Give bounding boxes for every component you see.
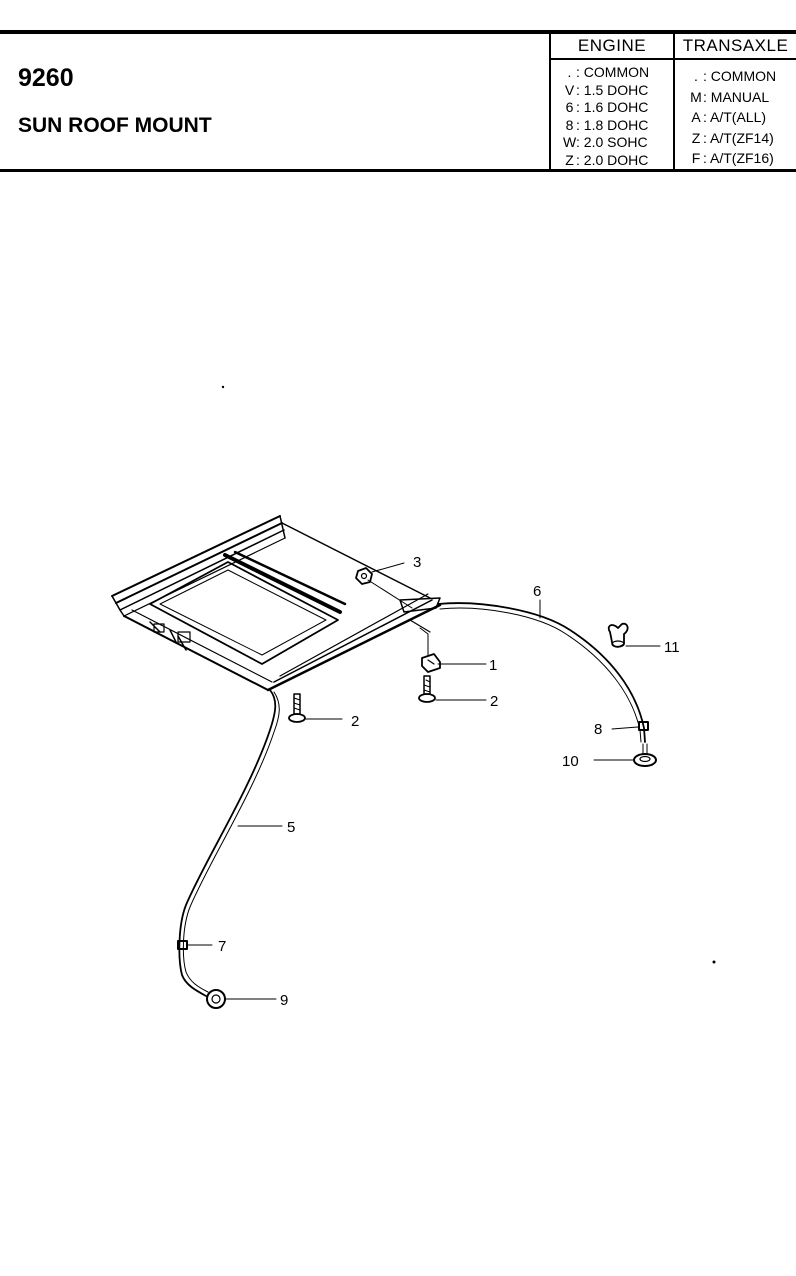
callout-2-left: 2 (351, 713, 359, 730)
transaxle-code-row: F: A/T(ZF16) (691, 150, 774, 166)
callout-7: 7 (218, 938, 226, 955)
engine-heading: ENGINE (551, 34, 673, 60)
grommet-part-9 (206, 989, 226, 1009)
wing-nut-part-11 (607, 622, 629, 648)
nut-part-3 (355, 567, 373, 585)
bolt-part-2-left (288, 693, 306, 723)
drain-hose-part-6 (437, 602, 646, 743)
callout-9: 9 (280, 992, 288, 1009)
transaxle-code-row: M: MANUAL (690, 88, 770, 105)
bolt-part-2-right (418, 675, 436, 703)
callout-8: 8 (594, 721, 602, 738)
clamp-part-8 (638, 721, 649, 731)
engine-code-row: V: 1.5 DOHC (564, 81, 649, 98)
leader-lines (187, 562, 661, 1000)
transaxle-code-row: A: A/T(ALL) (691, 109, 767, 125)
drain-hose-part-5 (178, 689, 280, 997)
scan-speck (221, 385, 225, 389)
engine-legend: ENGINE .: COMMON V: 1.5 DOHC 6: 1.6 DOHC… (549, 34, 673, 172)
callout-5: 5 (287, 819, 295, 836)
callout-10: 10 (562, 753, 579, 770)
sunroof-frame (111, 515, 442, 692)
engine-code-row: W: 2.0 SOHC (563, 134, 648, 150)
transaxle-heading: TRANSAXLE (675, 34, 796, 60)
callout-3: 3 (413, 554, 421, 571)
header-block: 9260 SUN ROOF MOUNT ENGINE .: COMMON V: … (0, 30, 796, 172)
page-title: SUN ROOF MOUNT (18, 114, 212, 137)
callout-1: 1 (489, 657, 497, 674)
scan-speck (712, 960, 716, 964)
transaxle-code-row: .: COMMON (694, 68, 777, 84)
transaxle-code-row: Z: A/T(ZF14) (691, 129, 774, 146)
part-number: 9260 (18, 64, 74, 92)
transaxle-legend: TRANSAXLE .: COMMON M: MANUAL A: A/T(ALL… (673, 34, 796, 172)
callout-2-right: 2 (490, 693, 498, 710)
engine-code-row: .: COMMON (567, 64, 650, 80)
grommet-part-10 (633, 743, 657, 767)
clip-part-1 (419, 627, 441, 673)
callout-6: 6 (533, 583, 541, 600)
engine-code-row: Z: 2.0 DOHC (565, 151, 649, 168)
engine-code-row: 8: 1.8 DOHC (565, 116, 649, 133)
callout-11: 11 (664, 639, 680, 656)
clamp-part-7 (177, 940, 188, 950)
engine-code-row: 6: 1.6 DOHC (565, 99, 649, 115)
